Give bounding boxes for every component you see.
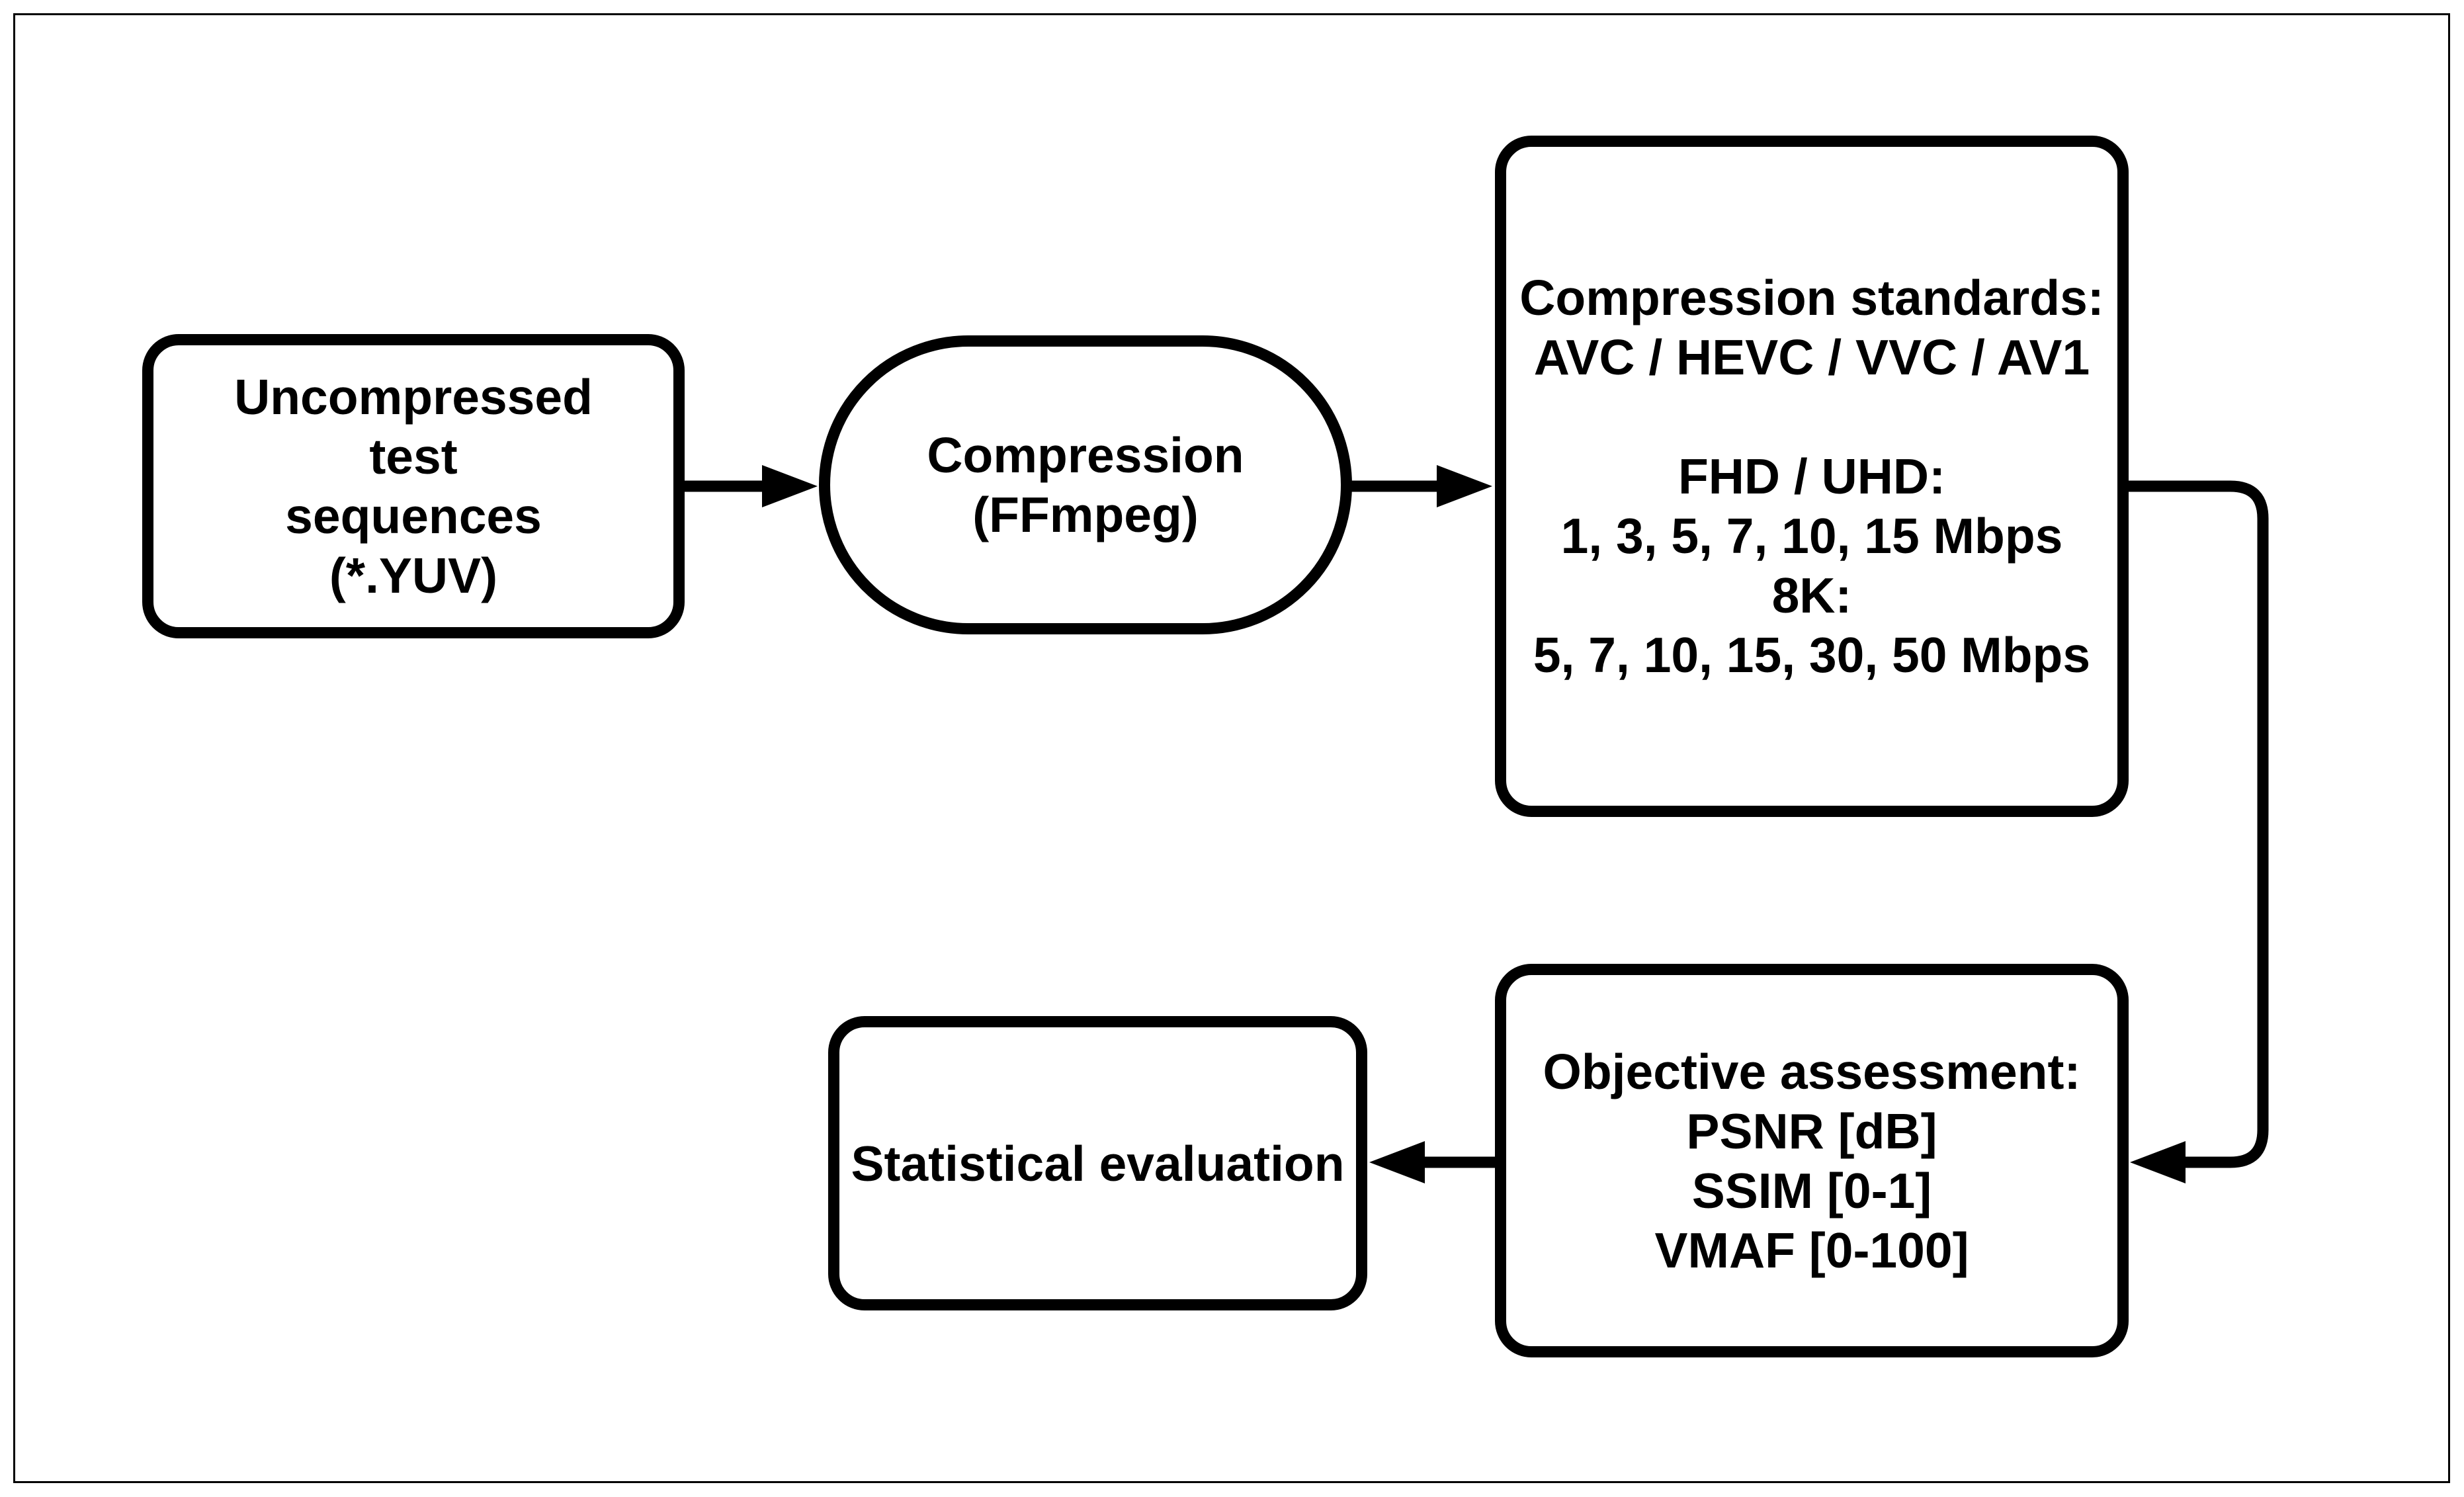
node-compression-standards: Compression standards: AVC / HEVC / VVC … (1495, 136, 2129, 817)
node-text-line: FHD / UHD: (1678, 449, 1946, 504)
node-text-line: VMAF [0-100] (1654, 1222, 1969, 1278)
node-text-line: (FFmpeg) (972, 487, 1199, 542)
arrowhead-right-icon (762, 465, 818, 507)
edge-objective-to-statistical (1369, 1141, 1496, 1183)
node-text-line: (*.YUV) (329, 548, 498, 603)
node-text-line: 5, 7, 10, 15, 30, 50 Mbps (1533, 627, 2091, 683)
node-text-line: sequences (285, 488, 542, 544)
node-text-line: Compression (927, 427, 1244, 483)
node-compression-ffmpeg: Compression (FFmpeg) (819, 335, 1352, 634)
node-text-line: 1, 3, 5, 7, 10, 15 Mbps (1560, 508, 2063, 564)
arrowhead-left-icon (2130, 1141, 2186, 1183)
node-text-line: Uncompressed (234, 369, 593, 425)
edge-standards-to-objective (2127, 480, 2269, 1183)
edge-compression-to-standards (1351, 465, 1492, 507)
node-text-line: PSNR [dB] (1686, 1103, 1937, 1159)
node-statistical-evaluation: Statistical evaluation (828, 1016, 1367, 1310)
arrowhead-left-icon (1369, 1141, 1425, 1183)
node-text-line: Statistical evaluation (851, 1135, 1345, 1191)
node-text-line: 8K: (1771, 568, 1852, 623)
node-text-line: Compression standards: (1519, 270, 2104, 325)
figure-border (13, 13, 2450, 1483)
node-text-line: test (369, 429, 458, 484)
node-text-line: AVC / HEVC / VVC / AV1 (1533, 329, 2090, 385)
node-text-line: SSIM [0-1] (1691, 1162, 1932, 1219)
node-text-line: Objective assessment: (1543, 1043, 2081, 1099)
arrowhead-right-icon (1437, 465, 1492, 507)
node-uncompressed-test-sequences: Uncompressed test sequences (*.YUV) (142, 334, 685, 638)
node-objective-assessment: Objective assessment: PSNR [dB] SSIM [0-… (1495, 964, 2129, 1357)
edge-uncompressed-to-compression (685, 465, 818, 507)
